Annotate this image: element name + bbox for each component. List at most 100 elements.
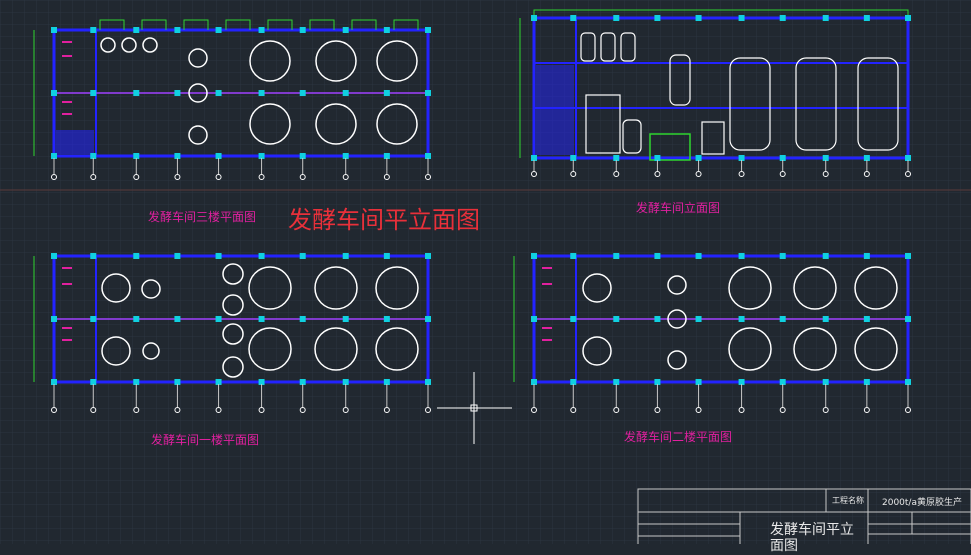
grid-axis-bubble xyxy=(215,174,222,180)
project-name-label: 工程名称 xyxy=(832,496,864,505)
column-marker xyxy=(695,316,702,322)
column-marker xyxy=(654,253,661,259)
column-marker xyxy=(133,316,140,322)
fermenter-tanks xyxy=(101,263,419,378)
column-marker xyxy=(342,379,349,385)
column-marker xyxy=(425,316,431,322)
column-marker xyxy=(51,379,57,385)
column-marker xyxy=(863,15,870,21)
column-marker xyxy=(342,316,349,322)
column-marker xyxy=(425,90,431,96)
column-marker xyxy=(342,253,349,259)
grid-axis-bubble xyxy=(822,171,829,177)
column-marker xyxy=(258,27,265,33)
grid-axis-bubble xyxy=(822,407,829,413)
column-marker xyxy=(570,253,577,259)
grid-axis-bubble xyxy=(215,407,222,413)
column-marker xyxy=(738,316,745,322)
grid-axis-bubble xyxy=(133,407,140,413)
grid-axis-bubble xyxy=(905,171,911,177)
grid-axis-bubble xyxy=(174,407,181,413)
elevation-view xyxy=(519,9,910,161)
column-marker xyxy=(174,153,181,159)
column-marker xyxy=(570,379,577,385)
title-block-frame xyxy=(637,488,971,544)
column-marker xyxy=(215,316,222,322)
drawing-main-title: 发酵车间平立面图 xyxy=(288,206,480,234)
column-marker xyxy=(654,15,661,21)
grid-axis-bubble xyxy=(425,174,431,180)
stair-block xyxy=(56,130,94,154)
column-marker xyxy=(258,316,265,322)
grid-axis-bubble xyxy=(383,407,390,413)
column-marker xyxy=(738,15,745,21)
column-marker xyxy=(531,316,537,322)
column-marker xyxy=(822,15,829,21)
column-marker xyxy=(570,316,577,322)
grid-axis-bubble xyxy=(258,174,265,180)
grid-axis-bubble xyxy=(531,407,537,413)
elevation-label: 发酵车间立面图 xyxy=(636,201,721,215)
column-marker xyxy=(905,15,911,21)
stair-marks xyxy=(62,267,72,341)
column-marker xyxy=(90,379,97,385)
stair-marks xyxy=(62,41,72,115)
grid-axis-bubble xyxy=(905,407,911,413)
column-marker xyxy=(822,316,829,322)
column-marker xyxy=(90,316,97,322)
vessels xyxy=(580,32,899,155)
grid-axis-bubble xyxy=(51,407,57,413)
column-marker xyxy=(215,153,222,159)
column-marker xyxy=(695,15,702,21)
column-marker xyxy=(133,27,140,33)
grid-axis-bubble xyxy=(695,407,702,413)
stair-block xyxy=(536,65,574,155)
third-floor-plan-label: 发酵车间三楼平面图 xyxy=(148,210,257,224)
grid-axis-bubble xyxy=(695,171,702,177)
column-marker xyxy=(822,155,829,161)
column-marker xyxy=(863,379,870,385)
grid-axis-bubble xyxy=(342,407,349,413)
grid-axis-bubble xyxy=(613,171,620,177)
column-marker xyxy=(51,153,57,159)
grid-axis-bubble xyxy=(654,171,661,177)
column-marker xyxy=(779,155,786,161)
grid-axis-bubble xyxy=(654,407,661,413)
column-marker xyxy=(738,379,745,385)
grid-axis-bubble xyxy=(174,174,181,180)
grid-axis-bubble xyxy=(613,407,620,413)
column-marker xyxy=(90,253,97,259)
column-marker xyxy=(531,253,537,259)
column-marker xyxy=(863,316,870,322)
grid-axis-bubble xyxy=(51,174,57,180)
column-marker xyxy=(613,155,620,161)
grid-axis-bubble xyxy=(383,174,390,180)
column-marker xyxy=(174,379,181,385)
grid-axis-bubble xyxy=(133,174,140,180)
column-marker xyxy=(174,316,181,322)
column-marker xyxy=(299,27,306,33)
drawing-name-line2: 面图 xyxy=(770,538,798,554)
column-marker xyxy=(905,155,911,161)
column-marker xyxy=(258,90,265,96)
column-marker xyxy=(51,316,57,322)
grid-axis-bubble xyxy=(863,171,870,177)
grid-axis-bubble xyxy=(531,171,537,177)
column-marker xyxy=(425,379,431,385)
column-marker xyxy=(654,316,661,322)
grid-axis-bubble xyxy=(425,407,431,413)
column-marker xyxy=(215,379,222,385)
column-marker xyxy=(779,15,786,21)
column-marker xyxy=(738,253,745,259)
grid-axis-bubble xyxy=(90,174,97,180)
column-marker xyxy=(613,253,620,259)
column-marker xyxy=(613,15,620,21)
column-marker xyxy=(174,27,181,33)
grid-axis-bubble xyxy=(738,407,745,413)
column-marker xyxy=(215,253,222,259)
grid-axis-bubble xyxy=(299,407,306,413)
column-marker xyxy=(695,155,702,161)
stair-marks xyxy=(542,267,552,341)
column-marker xyxy=(779,316,786,322)
